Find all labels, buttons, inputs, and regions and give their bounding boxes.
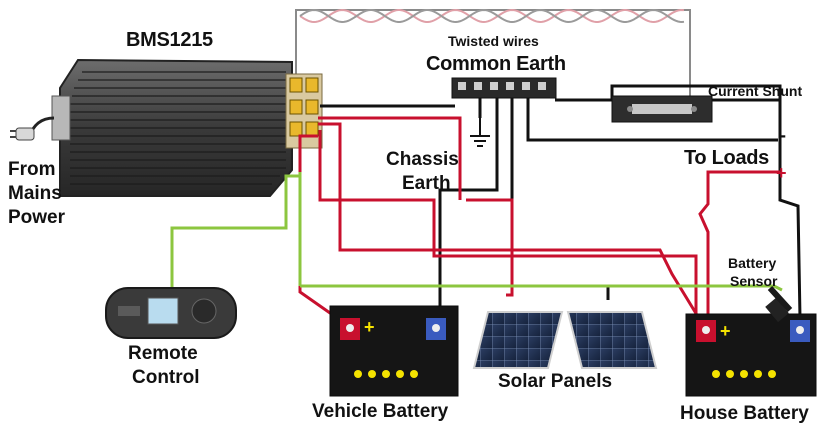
current-shunt-label: Current Shunt xyxy=(708,83,803,99)
solar-panels-label: Solar Panels xyxy=(498,371,613,392)
twisted-wires xyxy=(295,8,691,110)
house-battery-plus: + xyxy=(720,321,731,341)
bms-title: BMS1215 xyxy=(126,29,213,51)
house-battery xyxy=(685,297,817,397)
mains-plug-icon xyxy=(10,116,55,141)
common-earth-busbar xyxy=(451,77,557,99)
loads-minus-sign: - xyxy=(780,125,786,145)
house-battery-label: House Battery xyxy=(680,403,809,424)
to-loads-label: To Loads xyxy=(684,147,770,169)
remote-line1: Remote xyxy=(128,343,198,364)
bms-unit xyxy=(51,58,323,197)
chassis-earth-line2: Earth xyxy=(402,173,451,194)
remote-control-device xyxy=(105,287,237,339)
battery-sensor-line2: Sensor xyxy=(730,273,778,289)
vehicle-battery-label: Vehicle Battery xyxy=(312,401,449,422)
chassis-earth-icon xyxy=(470,118,490,147)
mains-line1: From xyxy=(8,159,56,180)
bms-terminals xyxy=(289,77,319,137)
solar-panels xyxy=(472,311,658,369)
mains-line2: Mains xyxy=(8,183,62,204)
current-shunt xyxy=(611,95,713,123)
common-earth-label: Common Earth xyxy=(426,53,566,75)
loads-plus-sign: + xyxy=(776,163,787,183)
mains-line3: Power xyxy=(8,207,66,228)
battery-sensor xyxy=(767,285,793,313)
chassis-earth-line1: Chassis xyxy=(386,149,459,170)
signal-wires xyxy=(170,172,783,292)
remote-line2: Control xyxy=(132,367,200,388)
earth-wires xyxy=(320,84,802,319)
battery-sensor-line1: Battery xyxy=(728,255,777,271)
vehicle-battery-plus: + xyxy=(364,317,375,337)
vehicle-battery xyxy=(329,305,459,397)
twisted-wires-label: Twisted wires xyxy=(448,33,539,49)
